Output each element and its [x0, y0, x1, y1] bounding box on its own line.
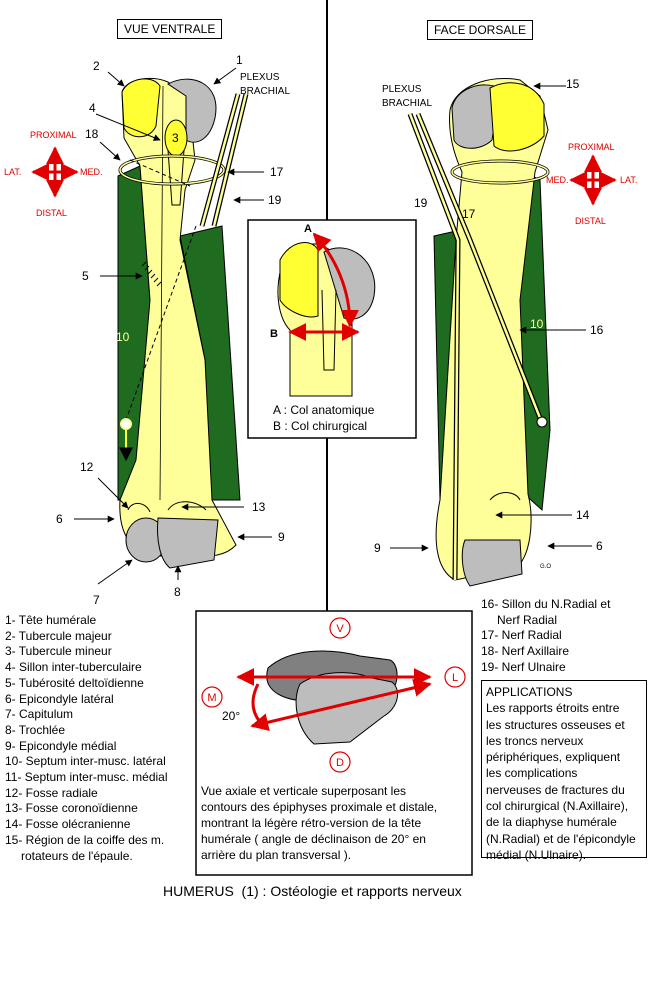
callout-10: 10	[116, 330, 130, 344]
applications-line: les troncs nerveux	[486, 733, 584, 748]
legend-item: 13- Fosse coronoïdienne	[5, 801, 138, 816]
legend-item: 3- Tubercule mineur	[5, 644, 112, 659]
ventral-view	[31, 67, 272, 585]
trochlea-left	[157, 517, 219, 569]
legend-item: 7- Capitulum	[5, 707, 74, 722]
callout-14: 14	[576, 508, 590, 522]
proximal-label-left: PROXIMAL	[30, 130, 77, 140]
legend-item: 5- Tubérosité deltoïdienne	[5, 675, 144, 690]
callout-18: 18	[85, 127, 99, 141]
plexus-label-left-1: PLEXUS	[240, 72, 280, 83]
callout-8: 8	[174, 585, 181, 599]
legend-item: 19- Nerf Ulnaire	[481, 659, 566, 674]
humeral-head-left	[167, 78, 217, 143]
dorsal-view	[390, 78, 617, 587]
legend-item: 14- Fosse olécranienne	[5, 817, 131, 832]
inset-point-b: B	[270, 328, 278, 340]
callout-6: 6	[56, 512, 63, 526]
axial-label-v: V	[336, 623, 344, 635]
neck-inset	[247, 219, 417, 439]
legend-item: 8- Trochlée	[5, 722, 66, 737]
axial-label-m: M	[207, 692, 216, 704]
med-label-right: MED.	[546, 175, 569, 185]
rotator-cuff-region-right	[489, 82, 545, 152]
legend-item: 15- Région de la coiffe des m.	[5, 832, 165, 847]
callout-11: 11	[186, 330, 199, 344]
applications-line: médial (N.Ulnaire).	[486, 847, 587, 862]
callout-1: 1	[236, 53, 243, 67]
legend-item: 6- Epicondyle latéral	[5, 691, 114, 706]
orientation-cross-left	[31, 146, 79, 198]
applications-line: col chirurgical (N.Axillaire),	[486, 799, 629, 814]
applications-line: Les rapports étroits entre	[486, 701, 620, 716]
axial-angle: 20°	[222, 709, 240, 723]
inset-point-a: A	[304, 223, 312, 235]
callout-4: 4	[89, 101, 96, 115]
inset-caption-b: B : Col chirurgical	[273, 419, 367, 433]
greater-tubercle-left	[121, 78, 161, 138]
callout-16: 16	[590, 323, 604, 337]
axial-caption: Vue axiale et verticale superposant les …	[201, 784, 438, 862]
olecranon-fossa-region-right	[461, 539, 523, 587]
dorsal-view-title: FACE DORSALE	[427, 20, 534, 40]
med-label-left: MED.	[80, 167, 103, 177]
applications-line: nerveuses de fractures du	[486, 782, 625, 797]
radial-nerve-dashed-left	[125, 225, 197, 421]
callout-12: 12	[80, 460, 94, 474]
applications-line: les structures osseuses et	[486, 717, 625, 732]
plexus-label-left-2: BRACHIAL	[240, 86, 290, 97]
callout-19-right: 19	[414, 196, 428, 210]
legend-item: 11- Septum inter-musc. médial	[5, 770, 168, 785]
callout-11-right: 11	[462, 335, 475, 349]
applications-line: de la diaphyse humérale	[486, 815, 617, 830]
applications-box: APPLICATIONS Les rapports étroits entre …	[481, 680, 647, 862]
applications-line: les complications	[486, 766, 578, 781]
callout-3: 3	[172, 131, 179, 145]
callout-6-right: 6	[596, 539, 603, 553]
lat-label-right: LAT.	[620, 175, 637, 185]
legend-item: 1- Tête humérale	[5, 613, 97, 627]
plexus-label-right-1: PLEXUS	[382, 84, 422, 95]
applications-line: périphériques, expliquent	[486, 750, 621, 765]
plexus-label-right-2: BRACHIAL	[382, 98, 432, 109]
legend-item: 10- Septum inter-musc. latéral	[5, 754, 166, 769]
legend-item: Nerf Radial	[497, 612, 558, 627]
legend-right: 16- Sillon du N.Radial et Nerf Radial 17…	[481, 597, 610, 676]
applications-line: (N.Radial) et de l'épicondyle	[486, 831, 636, 846]
inset-caption-a: A : Col anatomique	[273, 403, 375, 417]
page-footer-title: HUMERUS (1) : Ostéologie et rapports ner…	[163, 883, 462, 899]
axial-label-l: L	[452, 672, 458, 684]
proximal-label-right: PROXIMAL	[568, 142, 615, 152]
callout-10-right: 10	[530, 317, 544, 331]
applications-title: APPLICATIONS	[486, 685, 573, 699]
callout-19: 19	[268, 193, 282, 207]
callout-13: 13	[252, 500, 266, 514]
legend-item: 4- Sillon inter-tuberculaire	[5, 660, 142, 675]
legend-item: rotateurs de l'épaule.	[21, 848, 133, 863]
legend-item: 18- Nerf Axillaire	[481, 644, 570, 659]
callout-5: 5	[82, 269, 89, 283]
axial-view	[195, 610, 473, 876]
legend-item: 12- Fosse radiale	[5, 785, 98, 800]
callout-17: 17	[270, 165, 284, 179]
callout-15: 15	[566, 77, 580, 91]
axial-label-d: D	[336, 757, 344, 769]
distal-label-right: DISTAL	[575, 216, 606, 226]
callout-17-right: 17	[462, 207, 476, 221]
distal-label-left: DISTAL	[36, 208, 67, 218]
legend-left: 1- Tête humérale 2- Tubercule majeur 3- …	[5, 613, 168, 864]
ventral-view-title: VUE VENTRALE	[117, 19, 223, 39]
lat-label-left: LAT.	[4, 167, 21, 177]
legend-item: 17- Nerf Radial	[481, 628, 562, 643]
legend-item: 9- Epicondyle médial	[5, 738, 117, 753]
legend-item: 16- Sillon du N.Radial et	[481, 597, 611, 611]
callout-2: 2	[93, 59, 100, 73]
callout-7: 7	[93, 593, 100, 607]
callout-9-right: 9	[374, 541, 381, 555]
signature: G.O	[540, 564, 551, 570]
orientation-cross-right	[569, 154, 617, 206]
callout-9: 9	[278, 530, 285, 544]
legend-item: 2- Tubercule majeur	[5, 628, 112, 643]
